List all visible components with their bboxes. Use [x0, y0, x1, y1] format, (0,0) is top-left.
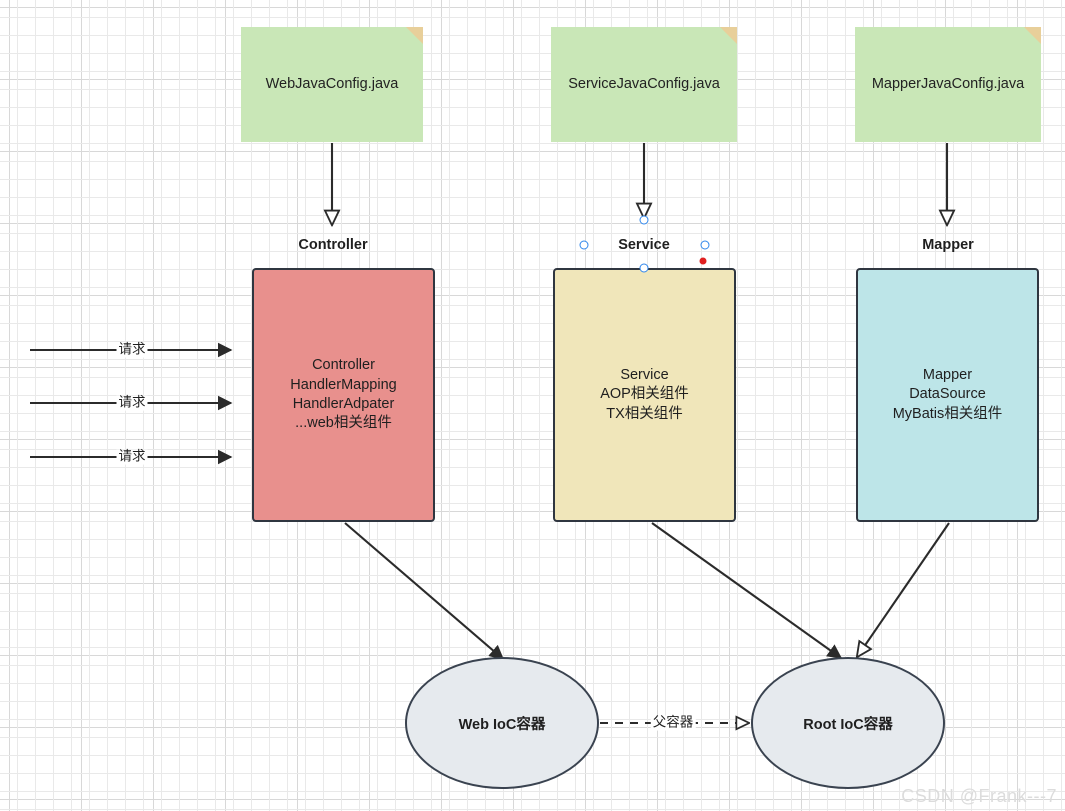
controller-title: Controller [298, 237, 368, 253]
request-arrow-1-label: 请求 [116, 341, 148, 358]
watermark: CSDN @Frank---7 [901, 786, 1057, 806]
mapper-title: Mapper [922, 237, 974, 253]
note-fold-icon [720, 27, 737, 44]
root-ioc-container-label: Root IoC容器 [803, 716, 893, 733]
controller-box-label: Controller HandlerMapping HandlerAdpater… [290, 357, 397, 432]
note-fold-icon [406, 27, 423, 44]
controller-to-web-ioc-line [344, 522, 505, 660]
note-service-config[interactable]: ServiceJavaConfig.java [551, 27, 737, 142]
request-arrow-2-label: 请求 [116, 394, 148, 411]
mapper-to-root-ioc-line [857, 522, 950, 657]
service-box-label: Service AOP相关组件 TX相关组件 [600, 367, 689, 422]
root-ioc-container[interactable]: Root IoC容器 [751, 657, 945, 789]
selection-handle-right[interactable] [700, 240, 710, 250]
parent-container-edge-label: 父容器 [650, 714, 696, 731]
selection-handle-arrow-end[interactable] [639, 215, 649, 225]
note-service-config-label: ServiceJavaConfig.java [568, 76, 720, 93]
selection-handle-left[interactable] [579, 240, 589, 250]
note-web-config[interactable]: WebJavaConfig.java [241, 27, 423, 142]
note-mapper-config-label: MapperJavaConfig.java [871, 76, 1025, 93]
service-title: Service [618, 237, 670, 253]
controller-box[interactable]: Controller HandlerMapping HandlerAdpater… [252, 268, 435, 522]
mapper-box-label: Mapper DataSource MyBatis相关组件 [892, 367, 1003, 422]
request-arrow-3-label: 请求 [116, 448, 148, 465]
note-web-config-label: WebJavaConfig.java [265, 76, 399, 93]
note-fold-icon [1024, 27, 1041, 44]
web-ioc-container[interactable]: Web IoC容器 [405, 657, 599, 789]
note-mapper-config[interactable]: MapperJavaConfig.java [855, 27, 1041, 142]
selection-handle-delete[interactable] [699, 257, 707, 265]
web-ioc-container-label: Web IoC容器 [458, 716, 546, 733]
service-to-root-ioc-line [651, 522, 843, 659]
service-box[interactable]: Service AOP相关组件 TX相关组件 [553, 268, 736, 522]
selection-handle-bottom[interactable] [639, 263, 649, 273]
mapper-box[interactable]: Mapper DataSource MyBatis相关组件 [856, 268, 1039, 522]
